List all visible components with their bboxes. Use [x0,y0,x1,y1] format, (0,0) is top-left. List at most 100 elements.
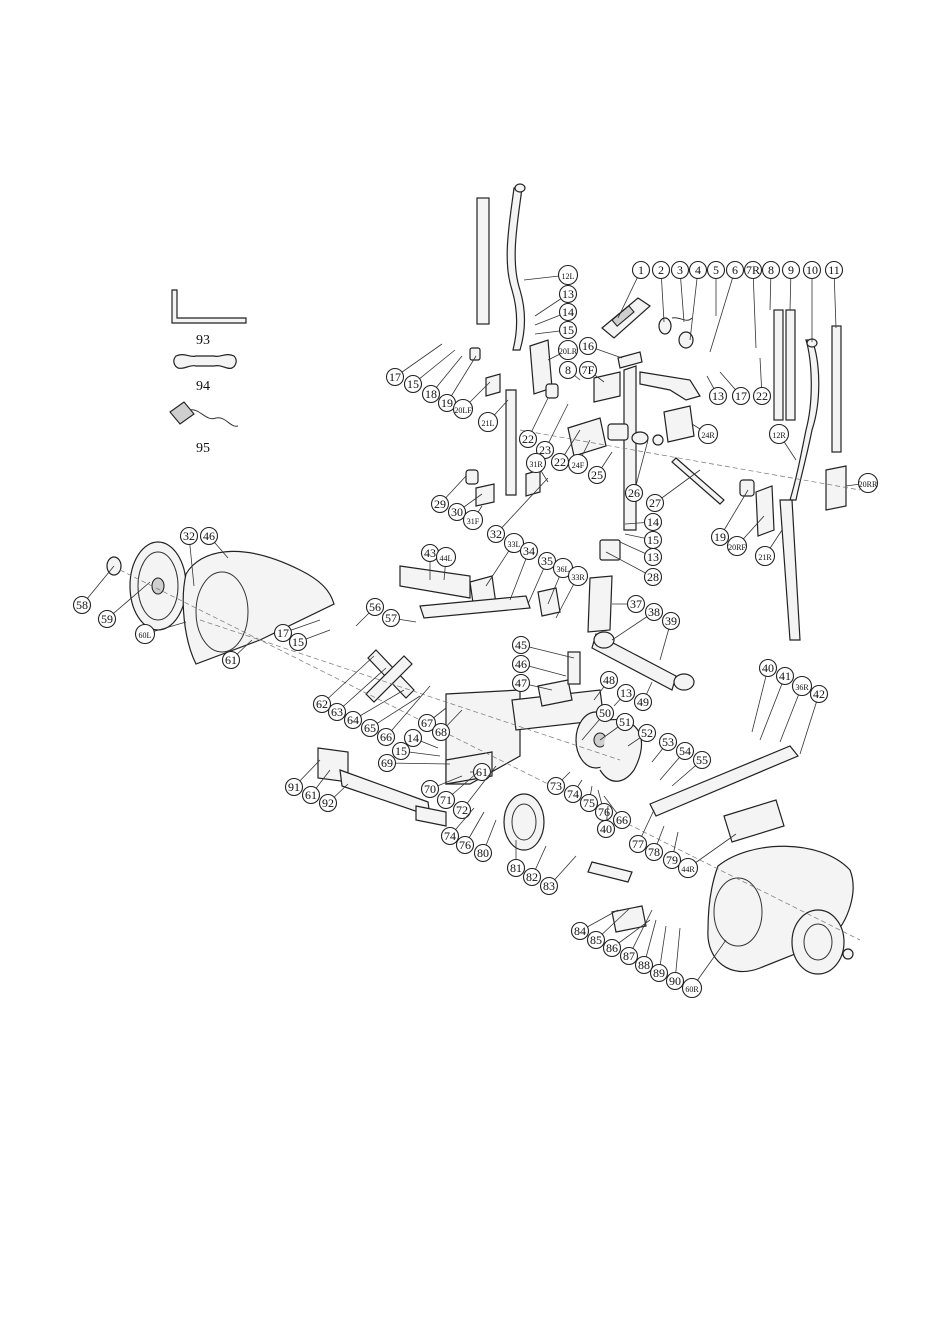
flywheel-and-belt [503,711,643,851]
callout-label: 70 [424,782,436,796]
left-flywheel-disc [106,541,187,631]
callout-c36l: 36L [547,557,574,605]
callout-bubble [579,793,599,813]
callout-label: 44R [681,865,695,874]
callout-label: 56 [369,600,381,614]
callout-leader [759,675,786,741]
callout-bubble [511,673,531,693]
callout-bubble [452,398,474,420]
callout-bubble [612,810,632,830]
callout-c77: 77 [628,809,655,854]
callout-bubble [626,594,646,614]
callout-c8t: 8 [761,260,781,311]
callout-bubble [634,955,654,975]
assembly-lines [119,429,861,941]
callout-bubble [651,260,671,280]
callout-bubble [677,857,699,879]
callout-label: 40 [600,822,612,836]
callout-c21l: 21L [477,399,509,433]
callout-leader [520,644,575,659]
callout-label: 32 [183,529,195,543]
callout-leader [799,693,820,755]
callout-leader [352,689,405,721]
callout-bubble [599,670,619,690]
callout-c20rf: 20RF [726,515,765,557]
callout-bubble [708,386,728,406]
callout-c32a: 32 [179,526,199,587]
callout-label: 49 [637,695,649,709]
callout-c86: 86 [602,919,651,958]
callout-leader [833,269,837,329]
callout-c72: 72 [452,765,497,820]
callout-bubble [670,260,690,280]
callout-c66a: 66 [376,685,431,747]
callout-label: 19 [441,396,453,410]
callout-bubble [288,632,308,652]
callout-c9: 9 [781,260,801,311]
callout-c19b: 19 [710,489,749,547]
callout-c79: 79 [662,831,682,870]
callout-bubble [824,260,844,280]
callout-c22b: 22 [518,397,549,449]
callout-bubble [506,858,526,878]
callout-label: 31F [467,517,480,526]
callout-bubble [658,732,678,752]
callout-label: 9 [788,263,794,277]
callout-bubble [97,609,117,629]
callout-label: 73 [550,779,562,793]
callout-c31f: 31F [462,505,484,531]
callout-leader [386,762,451,765]
callout-label: 20RF [728,543,746,552]
callout-label: 37 [630,597,642,611]
callout-bubble [455,835,475,855]
callout-bubble [557,264,579,286]
callout-bubble [522,867,542,887]
callout-leader [394,343,443,378]
callout-bubble [662,850,682,870]
callout-c42: 42 [799,684,829,755]
callout-c17b: 17 [385,343,443,387]
callout-label: 55 [696,753,708,767]
callout-label: 65 [364,721,376,735]
callout-label: 8 [768,263,774,277]
callout-bubble [430,494,450,514]
callout-leader [709,269,736,353]
tool-label-93: 93 [196,333,210,348]
callout-label: 13 [647,550,659,564]
callout-bubble [643,547,663,567]
callout-bubble [644,602,664,622]
callout-c35: 35 [527,551,557,605]
callout-label: 28 [647,570,659,584]
callout-label: 77 [632,837,644,851]
callout-c34: 34 [509,541,539,601]
callout-label: 46 [515,657,527,671]
callout-bubble [726,535,748,557]
callout-c66b: 66 [603,795,632,830]
callout-label: 61 [225,653,237,667]
callout-label: 4 [695,263,701,277]
callout-c57: 57 [381,608,417,628]
callout-c15c: 15 [624,530,663,550]
callout-c29: 29 [430,475,467,514]
callout-bubble [435,546,457,568]
callout-bubble [377,753,397,773]
callout-label: 5 [713,263,719,277]
callout-label: 39 [665,614,677,628]
callout-c75: 75 [579,785,599,813]
callout-bubble [511,635,531,655]
callout-c36r: 36R [779,675,813,743]
callout-leader [495,477,549,535]
callout-c56: 56 [355,597,385,627]
tool-allen-key [171,289,247,324]
callout-c20lr: 20LR [547,339,579,361]
callout-c67: 67 [417,707,447,733]
callout-c38: 38 [611,602,664,641]
callout-c28: 28 [605,551,663,587]
callout-c46a: 46 [199,526,229,559]
callout-label: 17 [389,370,401,384]
callout-label: 7F [582,363,595,377]
callout-label: 11 [828,263,840,277]
callout-label: 90 [669,974,681,988]
callout-bubble [615,712,635,732]
callout-label: 60L [139,631,152,640]
